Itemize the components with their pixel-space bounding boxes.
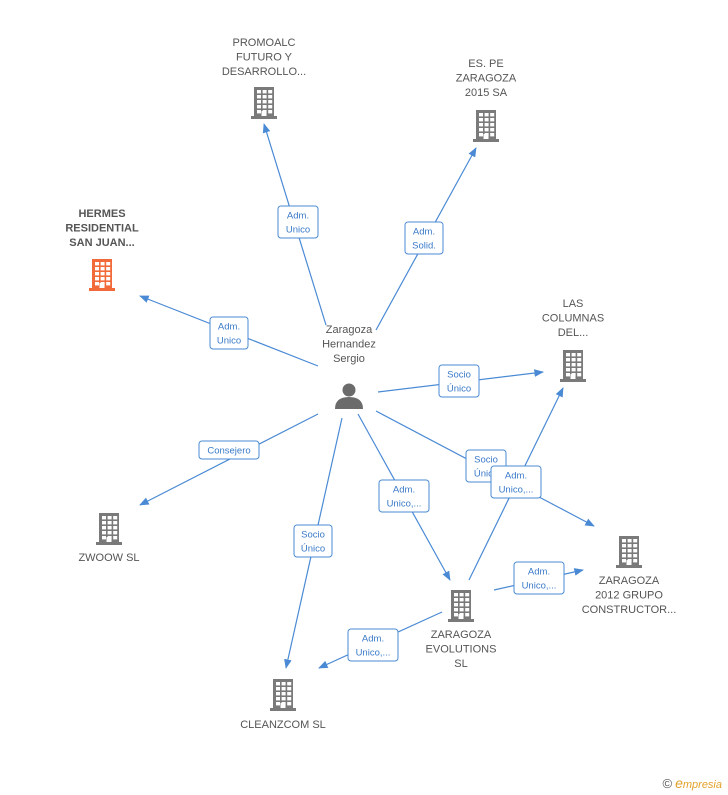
edge-label-center-zwoow[interactable]: Consejero <box>198 440 260 460</box>
company-name-promoalc-line: DESARROLLO... <box>222 66 306 78</box>
edge-label-text: Unico <box>286 225 310 236</box>
company-name-evolutions-line: ZARAGOZA <box>431 629 492 641</box>
edge-label-text: Socio <box>301 530 325 541</box>
company-name-columnas-line: LAS <box>563 298 584 310</box>
building-icon-evolutions[interactable] <box>448 590 474 622</box>
edge-label-text: Adm. <box>362 634 384 645</box>
person-name-line: Sergio <box>333 353 365 365</box>
edge-label-center-evolutions[interactable]: Adm. Unico,... <box>378 479 430 513</box>
brand-name: mpresia <box>682 779 722 791</box>
brand-footer: ©empresia <box>662 775 722 791</box>
edge-label-text: Adm. <box>287 211 309 222</box>
company-name-evolutions-line: SL <box>454 658 467 670</box>
edge-label-center-espe[interactable]: Adm. Solid. <box>404 221 444 255</box>
edge-label-text: Adm. <box>218 322 240 333</box>
edge-label-text: Socio <box>474 455 498 466</box>
edge-label-center-hermes[interactable]: Adm. Unico <box>209 316 249 350</box>
edge-label-text: Único <box>447 384 471 395</box>
copyright-symbol: © <box>662 776 673 791</box>
company-name-evolutions-line: EVOLUTIONS <box>426 644 497 656</box>
edge-label-text: Consejero <box>207 446 250 457</box>
edge-label-text: Socio <box>447 370 471 381</box>
edge-label-center-promoalc[interactable]: Adm. Unico <box>277 205 319 239</box>
person-icon[interactable] <box>335 383 363 410</box>
building-icon-espe[interactable] <box>473 110 499 142</box>
company-name-zaragoza2012-line: CONSTRUCTOR... <box>582 604 677 616</box>
edge-label-text: Único <box>301 544 325 555</box>
building-icon-hermes[interactable] <box>89 259 115 291</box>
edge-label-text: Único <box>474 469 498 480</box>
edge-label-text: Solid. <box>412 241 436 252</box>
company-name-hermes-line: RESIDENTIAL <box>65 223 139 235</box>
company-name-zaragoza2012-line: ZARAGOZA <box>599 575 660 587</box>
company-name-espe-line: 2015 SA <box>465 87 508 99</box>
company-name-zaragoza2012-line: 2012 GRUPO <box>595 590 663 602</box>
company-name-promoalc-line: PROMOALC <box>233 37 296 49</box>
building-icon-promoalc[interactable] <box>251 87 277 119</box>
company-name-espe-line: ZARAGOZA <box>456 73 517 85</box>
building-icon-zaragoza2012[interactable] <box>616 536 642 568</box>
company-name-cleanzcom-line: CLEANZCOM SL <box>240 719 326 731</box>
edge-label-text: Unico,... <box>522 581 557 592</box>
person-name-line: Hernandez <box>322 339 376 351</box>
edge-label-text: Adm. <box>505 471 527 482</box>
company-name-espe-line: ES. PE <box>468 58 503 70</box>
edge-label-text: Unico <box>217 336 241 347</box>
company-name-columnas-line: DEL... <box>558 327 589 339</box>
person-name-line: Zaragoza <box>326 324 373 336</box>
edge-label-text: Adm. <box>393 485 415 496</box>
company-name-zwoow-line: ZWOOW SL <box>78 552 139 564</box>
building-icon-columnas[interactable] <box>560 350 586 382</box>
edge-label-text: Unico,... <box>387 499 422 510</box>
edge-label-evolutions-zaragoza2012[interactable]: Adm. Unico,... <box>513 561 565 595</box>
company-name-promoalc-line: FUTURO Y <box>236 52 293 64</box>
brand-initial: e <box>675 775 683 791</box>
edge-label-text: Adm. <box>528 567 550 578</box>
edge-label-evolutions-cleanzcom[interactable]: Adm. Unico,... <box>347 628 399 662</box>
building-icon-zwoow[interactable] <box>96 513 122 545</box>
company-name-hermes-line: SAN JUAN... <box>69 237 134 249</box>
edge-label-text: Unico,... <box>356 648 391 659</box>
edge-label-evolutions-columnas[interactable]: Adm. Unico,... <box>490 465 542 499</box>
company-name-hermes-line: HERMES <box>78 208 125 220</box>
edge-label-text: Adm. <box>413 227 435 238</box>
edge-label-text: Unico,... <box>499 485 534 496</box>
company-name-columnas-line: COLUMNAS <box>542 313 604 325</box>
building-icon-cleanzcom[interactable] <box>270 679 296 711</box>
